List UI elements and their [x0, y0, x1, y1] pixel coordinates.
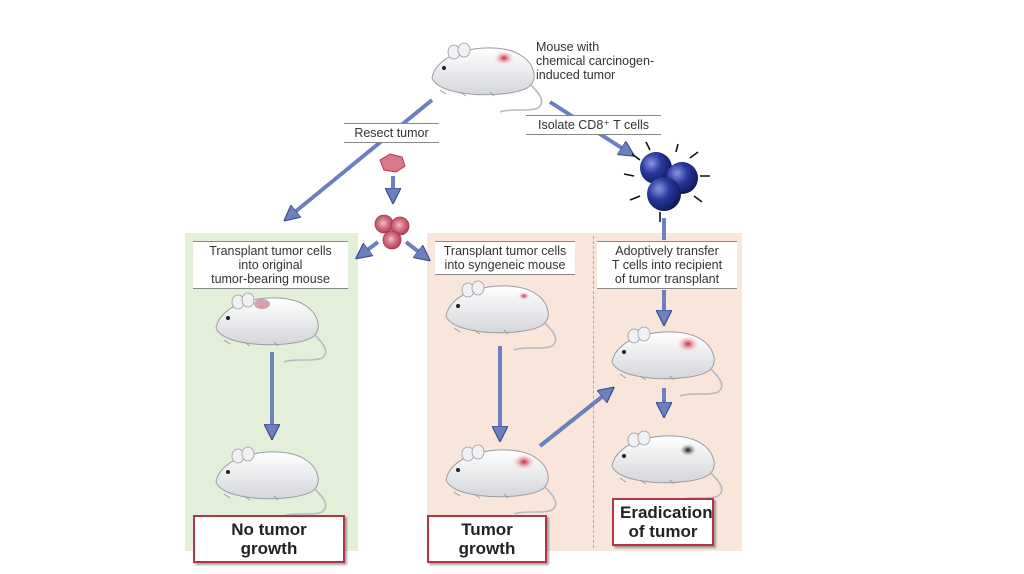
source-mouse-caption: Mouse with chemical carcinogen- induced …: [536, 40, 686, 82]
resect-tumor-text: Resect tumor: [354, 126, 429, 140]
cd8-t-cells-icon: [623, 141, 710, 222]
instruction-line: T cells into recipient: [611, 258, 723, 272]
arrow-cells-to-middle: [404, 240, 424, 256]
caption-line: chemical carcinogen-: [536, 54, 655, 68]
mouse-tumor-eradicated: [611, 430, 723, 501]
result-text: Eradication: [620, 503, 713, 522]
instruction-line: into syngeneic mouse: [444, 258, 566, 272]
isolate-tcells-text: Isolate CD8⁺ T cells: [537, 118, 650, 132]
isolate-tcells-label: Isolate CD8⁺ T cells: [526, 115, 661, 135]
result-tumor-growth: Tumor growth: [427, 515, 547, 563]
resect-tumor-label: Resect tumor: [344, 123, 439, 143]
mouse-original-host: [215, 292, 327, 363]
arrow-cells-to-left: [362, 240, 380, 254]
mouse-with-tumor: [431, 42, 543, 113]
right-panel-instruction: Adoptively transfer T cells into recipie…: [597, 241, 737, 289]
result-text: No tumor growth: [231, 520, 307, 558]
instruction-line: Transplant tumor cells: [209, 244, 332, 258]
result-text: Tumor growth: [458, 520, 516, 558]
caption-line: induced tumor: [536, 68, 616, 82]
tumor-cells-icon: [374, 214, 410, 250]
caption-line: Mouse with: [536, 40, 600, 54]
instruction-line: of tumor transplant: [614, 272, 720, 286]
instruction-line: tumor-bearing mouse: [211, 272, 330, 286]
arrow-to-left-panel: [290, 98, 434, 216]
instruction-line: Transplant tumor cells: [443, 244, 567, 258]
tumor-spot: [494, 51, 514, 65]
mouse-tumor-growth: [445, 444, 557, 515]
arrow-middle-to-recipient: [538, 392, 608, 448]
result-text: of tumor: [628, 522, 698, 541]
instruction-line: Adoptively transfer: [615, 244, 719, 258]
result-no-tumor-growth: No tumor growth: [193, 515, 345, 563]
result-eradication: Eradication of tumor: [612, 498, 714, 546]
left-panel-instruction: Transplant tumor cells into original tum…: [193, 241, 348, 289]
middle-panel-instruction: Transplant tumor cells into syngeneic mo…: [435, 241, 575, 275]
resected-tumor-icon: [379, 153, 406, 173]
mouse-recipient: [611, 326, 723, 397]
instruction-line: into original: [238, 258, 303, 272]
mouse-no-tumor: [215, 446, 327, 517]
mouse-syngeneic: [445, 280, 557, 351]
panel-divider: [593, 236, 594, 548]
